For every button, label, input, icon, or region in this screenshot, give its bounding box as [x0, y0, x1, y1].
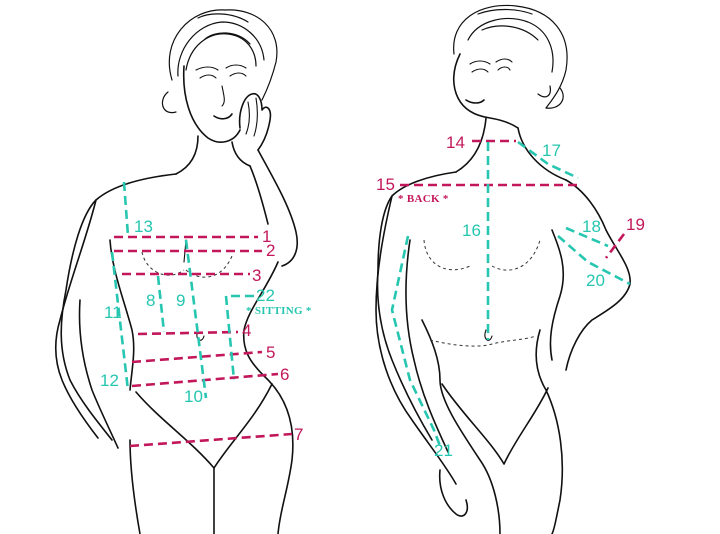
measure-label-17: 17 [542, 141, 561, 160]
measure-label-12: 12 [100, 371, 119, 390]
measure-label-7: 7 [294, 425, 303, 444]
measure-label-10: 10 [184, 387, 203, 406]
measure-label-19: 19 [626, 215, 645, 234]
measure-line-21 [390, 235, 442, 447]
measure-label-15: 15 [376, 175, 395, 194]
measure-label-11: 11 [104, 303, 122, 322]
front-measurement-lines [110, 181, 293, 448]
back-note: * BACK * [398, 193, 449, 205]
front-left-arm [54, 199, 99, 439]
sitting-note: * SITTING * [246, 305, 312, 317]
measure-line-18 [565, 226, 609, 248]
back-hand [438, 469, 469, 517]
measure-label-21: 21 [434, 441, 453, 460]
front-legs [129, 439, 141, 534]
front-torso-left [60, 173, 177, 441]
back-face [452, 53, 519, 129]
measure-line-11 [110, 251, 130, 391]
front-bust [141, 251, 185, 276]
back-measurement-lines [390, 139, 631, 447]
back-neck [455, 117, 487, 173]
front-figure [54, 9, 298, 534]
measure-label-16: 16 [462, 221, 481, 240]
measure-label-18: 18 [582, 217, 601, 236]
measure-line-13 [122, 181, 130, 237]
measure-label-20: 20 [586, 271, 605, 290]
measure-line-19 [604, 233, 626, 259]
front-briefs [135, 383, 273, 469]
back-briefs [441, 383, 549, 465]
measure-label-14: 14 [446, 133, 465, 152]
front-waist-left [109, 239, 135, 391]
front-labels: 1 2 3 4 5 6 7 8 9 10 11 12 13 22 * SITTI… [100, 217, 312, 444]
measure-line-20 [557, 235, 631, 286]
measure-label-22: 22 [256, 286, 275, 305]
measure-line-4 [137, 330, 239, 336]
measure-label-8: 8 [146, 291, 155, 310]
front-raised-arm [257, 149, 298, 267]
back-waist [421, 319, 501, 534]
measure-line-8 [156, 275, 166, 333]
front-face [182, 64, 247, 143]
back-left-arm [375, 195, 457, 485]
measure-label-3: 3 [252, 266, 261, 285]
back-hair [453, 4, 568, 109]
measure-label-2: 2 [266, 241, 275, 260]
measure-label-6: 6 [280, 365, 289, 384]
back-figure [375, 4, 631, 534]
front-neck [175, 135, 199, 175]
measure-line-5 [131, 350, 263, 364]
measure-line-7 [129, 432, 293, 448]
measure-label-5: 5 [266, 343, 275, 362]
front-hair [161, 9, 278, 114]
measure-line-17 [517, 140, 579, 180]
back-bust [423, 239, 471, 271]
measure-label-1: 1 [262, 227, 271, 246]
back-labels: 14 15 * BACK * 16 17 18 19 20 21 [376, 133, 645, 460]
measure-label-4: 4 [242, 321, 251, 340]
measure-line-22 [224, 294, 254, 381]
measure-label-9: 9 [176, 291, 185, 310]
measure-line-9 [184, 239, 208, 399]
front-raised-hand [238, 92, 272, 151]
measure-label-13: 13 [134, 217, 153, 236]
